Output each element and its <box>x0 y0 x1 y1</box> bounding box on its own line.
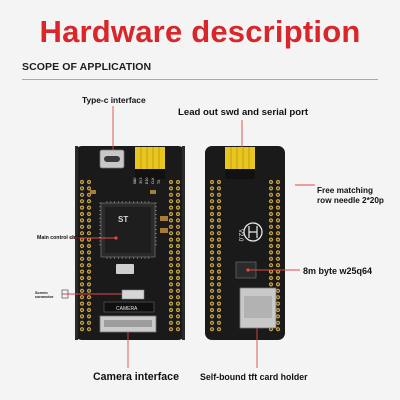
back-pin-pads <box>209 179 281 332</box>
callout-free-needle-line2: row needle 2*20p <box>317 196 384 205</box>
screen-connector <box>121 289 145 300</box>
callout-screen-line1: Screen <box>35 291 48 295</box>
callout-typec: Type-c interface <box>82 95 146 105</box>
callout-lines <box>62 106 315 368</box>
brand-logo-icon <box>243 222 263 242</box>
section-subtitle: SCOPE OF APPLICATION <box>22 61 152 73</box>
callout-tft-holder: Self-bound tft card holder <box>200 372 308 382</box>
swd-header-back <box>225 147 255 169</box>
callout-flash: 8m byte w25q64 <box>303 266 373 276</box>
divider-line <box>22 79 378 80</box>
crystal <box>116 264 134 274</box>
board-version: V2.0 <box>237 229 243 242</box>
back-board: V2.0 <box>205 146 285 340</box>
chip-logo: ST <box>118 215 128 224</box>
callout-camera: Camera interface <box>93 371 179 383</box>
svg-text:3V3: 3V3 <box>139 178 143 185</box>
svg-text:GND: GND <box>133 178 137 185</box>
front-board: GND 3V3 DIO CLK TX ST CAMERA <box>75 146 185 340</box>
svg-text:DIO: DIO <box>145 178 149 185</box>
callout-screen-connector: Screen connector <box>35 291 53 300</box>
page-title: Hardware description <box>39 14 361 49</box>
callout-free-needle-line1: Free matching <box>317 186 373 195</box>
callout-screen-line2: connector <box>35 295 54 300</box>
callout-lead-out: Lead out swd and serial port <box>178 107 309 118</box>
screen-connector-icon <box>61 289 69 299</box>
svg-text:CLK: CLK <box>151 177 155 184</box>
svg-text:TX: TX <box>157 179 161 184</box>
swd-header-front: GND 3V3 DIO CLK TX <box>133 147 165 184</box>
camera-port-label: CAMERA <box>116 306 138 312</box>
front-pin-pads <box>79 179 181 332</box>
callout-main-chip: Main control chip <box>37 235 80 241</box>
camera-port <box>103 301 155 313</box>
callout-free-needle: Free matching row needle 2*20p <box>317 186 384 206</box>
